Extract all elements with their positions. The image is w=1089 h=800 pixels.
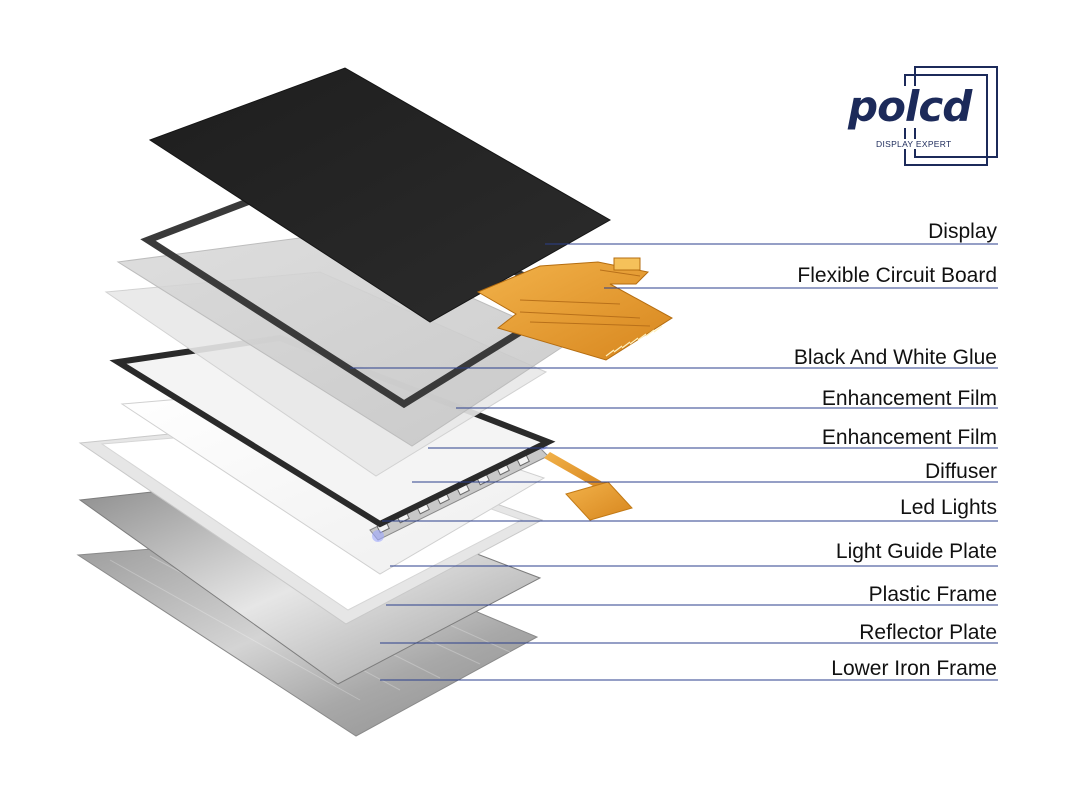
label-enhancement-film-2: Enhancement Film	[821, 426, 997, 449]
led-flex-pad	[565, 481, 633, 521]
display-layer	[148, 67, 612, 323]
label-enhancement-film-1: Enhancement Film	[821, 387, 997, 410]
fpc-connector-pad	[613, 257, 641, 271]
label-lower-iron-frame: Lower Iron Frame	[831, 657, 997, 680]
fpc-gold-fingers	[605, 325, 663, 357]
label-light-guide-plate: Light Guide Plate	[835, 540, 997, 563]
label-diffuser: Diffuser	[925, 460, 997, 483]
label-display: Display	[928, 220, 997, 243]
leader-lines	[350, 243, 998, 681]
label-plastic-frame: Plastic Frame	[868, 583, 997, 606]
brand-logo: polcd DISPLAY EXPERT	[848, 66, 998, 166]
label-led-lights: Led Lights	[900, 496, 997, 519]
led-flex-cable	[544, 452, 606, 490]
label-black-and-white-glue: Black And White Glue	[793, 346, 997, 369]
label-reflector-plate: Reflector Plate	[859, 621, 997, 644]
led-glow-left	[372, 530, 384, 542]
label-flexible-circuit-board: Flexible Circuit Board	[797, 264, 997, 287]
fpc-traces	[519, 269, 651, 327]
brand-name: polcd	[848, 86, 976, 128]
brand-tagline: DISPLAY EXPERT	[874, 139, 954, 149]
flexible-circuit-board-layer	[476, 261, 673, 361]
